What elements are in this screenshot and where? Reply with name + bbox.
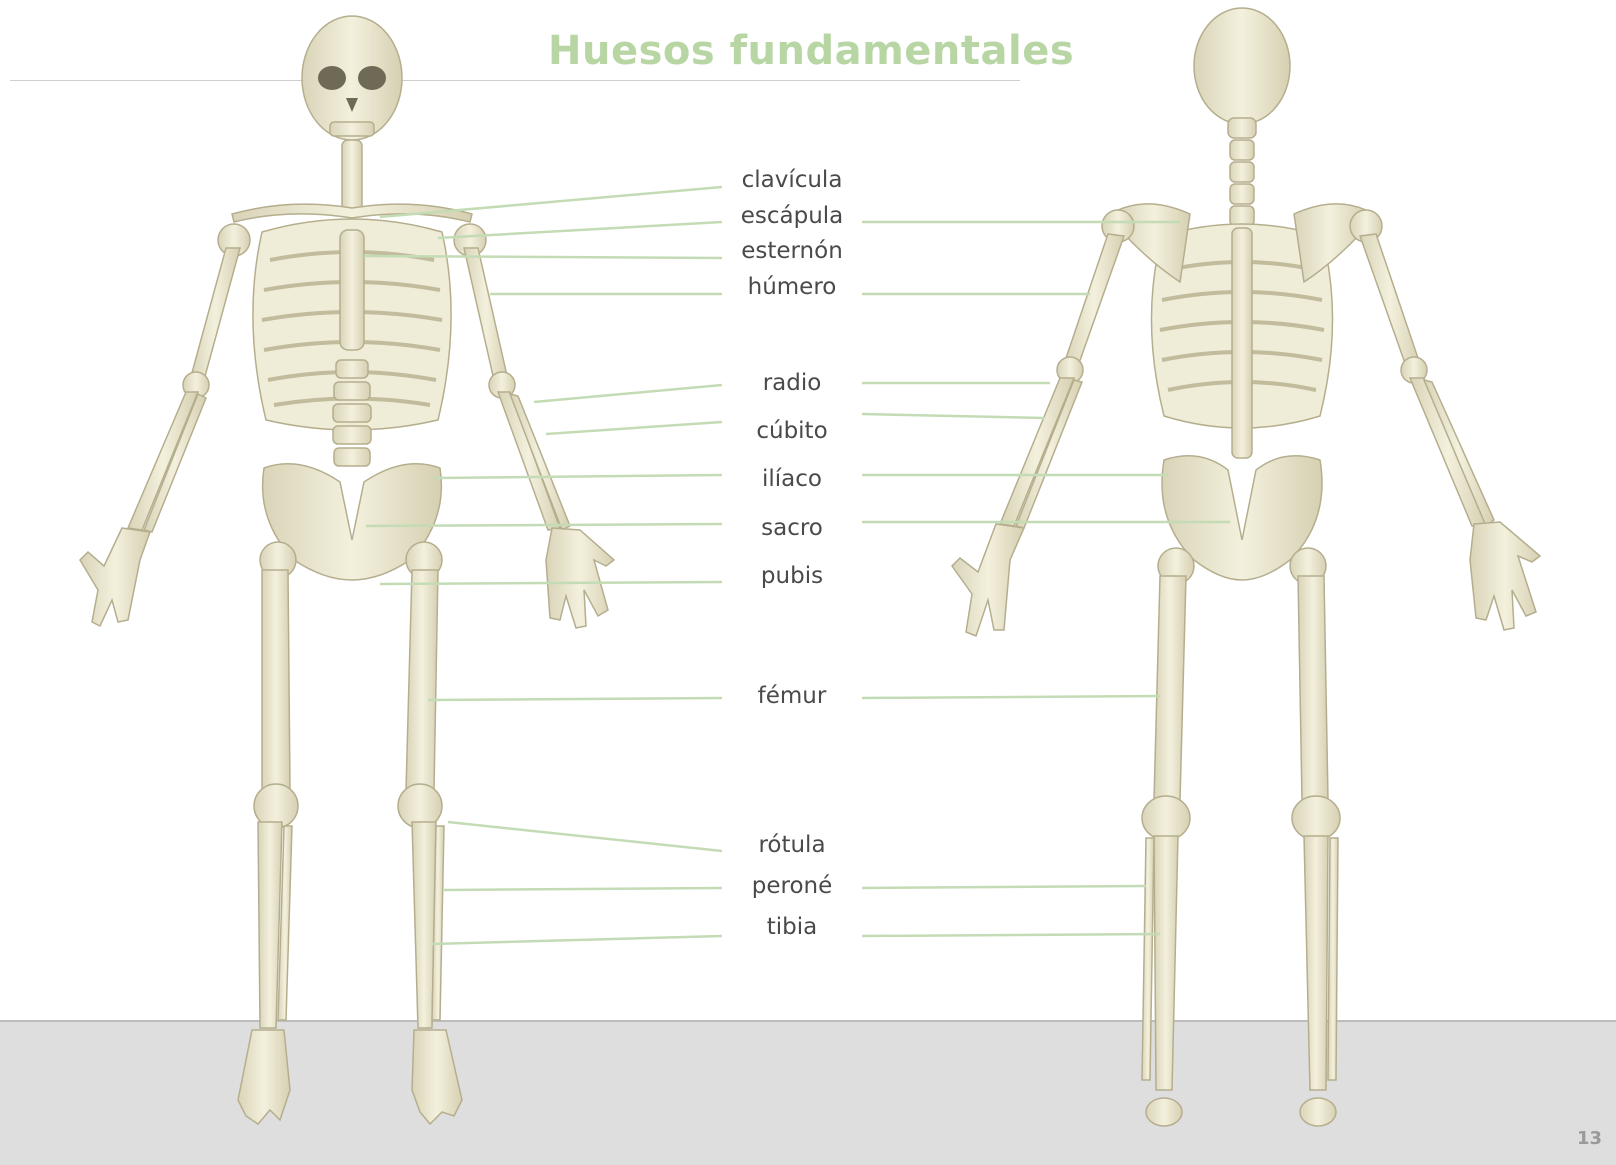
front-forearm-left [128,392,198,530]
label-clavicula: clavícula [712,167,872,193]
back-skull [1194,8,1290,124]
leader-radio-front [534,385,722,402]
leader-cubito-front [546,422,722,434]
leader-rotula-front [448,822,722,851]
label-iliaco: ilíaco [712,466,872,492]
back-spine [1230,140,1254,226]
back-femur-left [1154,576,1186,800]
back-hand-right [1470,522,1540,630]
back-humerus-left [1064,234,1124,366]
front-femur-right [406,570,438,790]
page-number: 13 [1577,1128,1602,1149]
label-femur: fémur [712,683,872,709]
back-hand-left [952,524,1024,636]
leader-perone-back [862,886,1146,888]
label-sacro: sacro [712,515,872,541]
label-escapula: escápula [712,203,872,229]
front-sternum [340,230,364,350]
leader-tibia-back [862,934,1160,936]
label-rotula: rótula [712,832,872,858]
back-fibula-left [1142,838,1154,1080]
back-tibia-left [1154,836,1178,1090]
front-skeleton [80,16,614,1124]
leader-perone-front [444,888,722,890]
label-tibia: tibia [712,914,872,940]
back-humerus-right [1360,234,1420,366]
label-humero: húmero [712,274,872,300]
leader-femur-front [428,698,722,700]
leader-femur-back [862,696,1160,698]
label-radio: radio [712,370,872,396]
leader-tibia-front [432,936,722,944]
label-cubito: cúbito [712,418,872,444]
back-forearm-right [1410,378,1486,526]
label-pubis: pubis [712,563,872,589]
front-hand-left [80,528,150,626]
front-humerus-left [190,248,240,380]
front-hand-right [546,528,614,628]
label-esternon: esternón [712,238,872,264]
front-humerus-right [464,248,508,380]
back-skeleton [952,8,1540,1126]
back-forearm-left [1000,378,1074,526]
leader-cubito-back [862,414,1044,418]
leader-clavicula-front [380,187,722,217]
back-femur-right [1298,576,1328,800]
back-heel-left [1146,1098,1182,1126]
back-tibia-right [1304,836,1328,1090]
front-lumbar-spine [333,360,371,466]
back-heel-right [1300,1098,1336,1126]
front-forearm-right [498,392,560,530]
label-perone: peroné [712,873,872,899]
front-femur-left [262,570,290,790]
front-foot-left [238,1030,290,1124]
front-foot-right [412,1030,462,1124]
leader-iliaco-front [434,475,722,478]
